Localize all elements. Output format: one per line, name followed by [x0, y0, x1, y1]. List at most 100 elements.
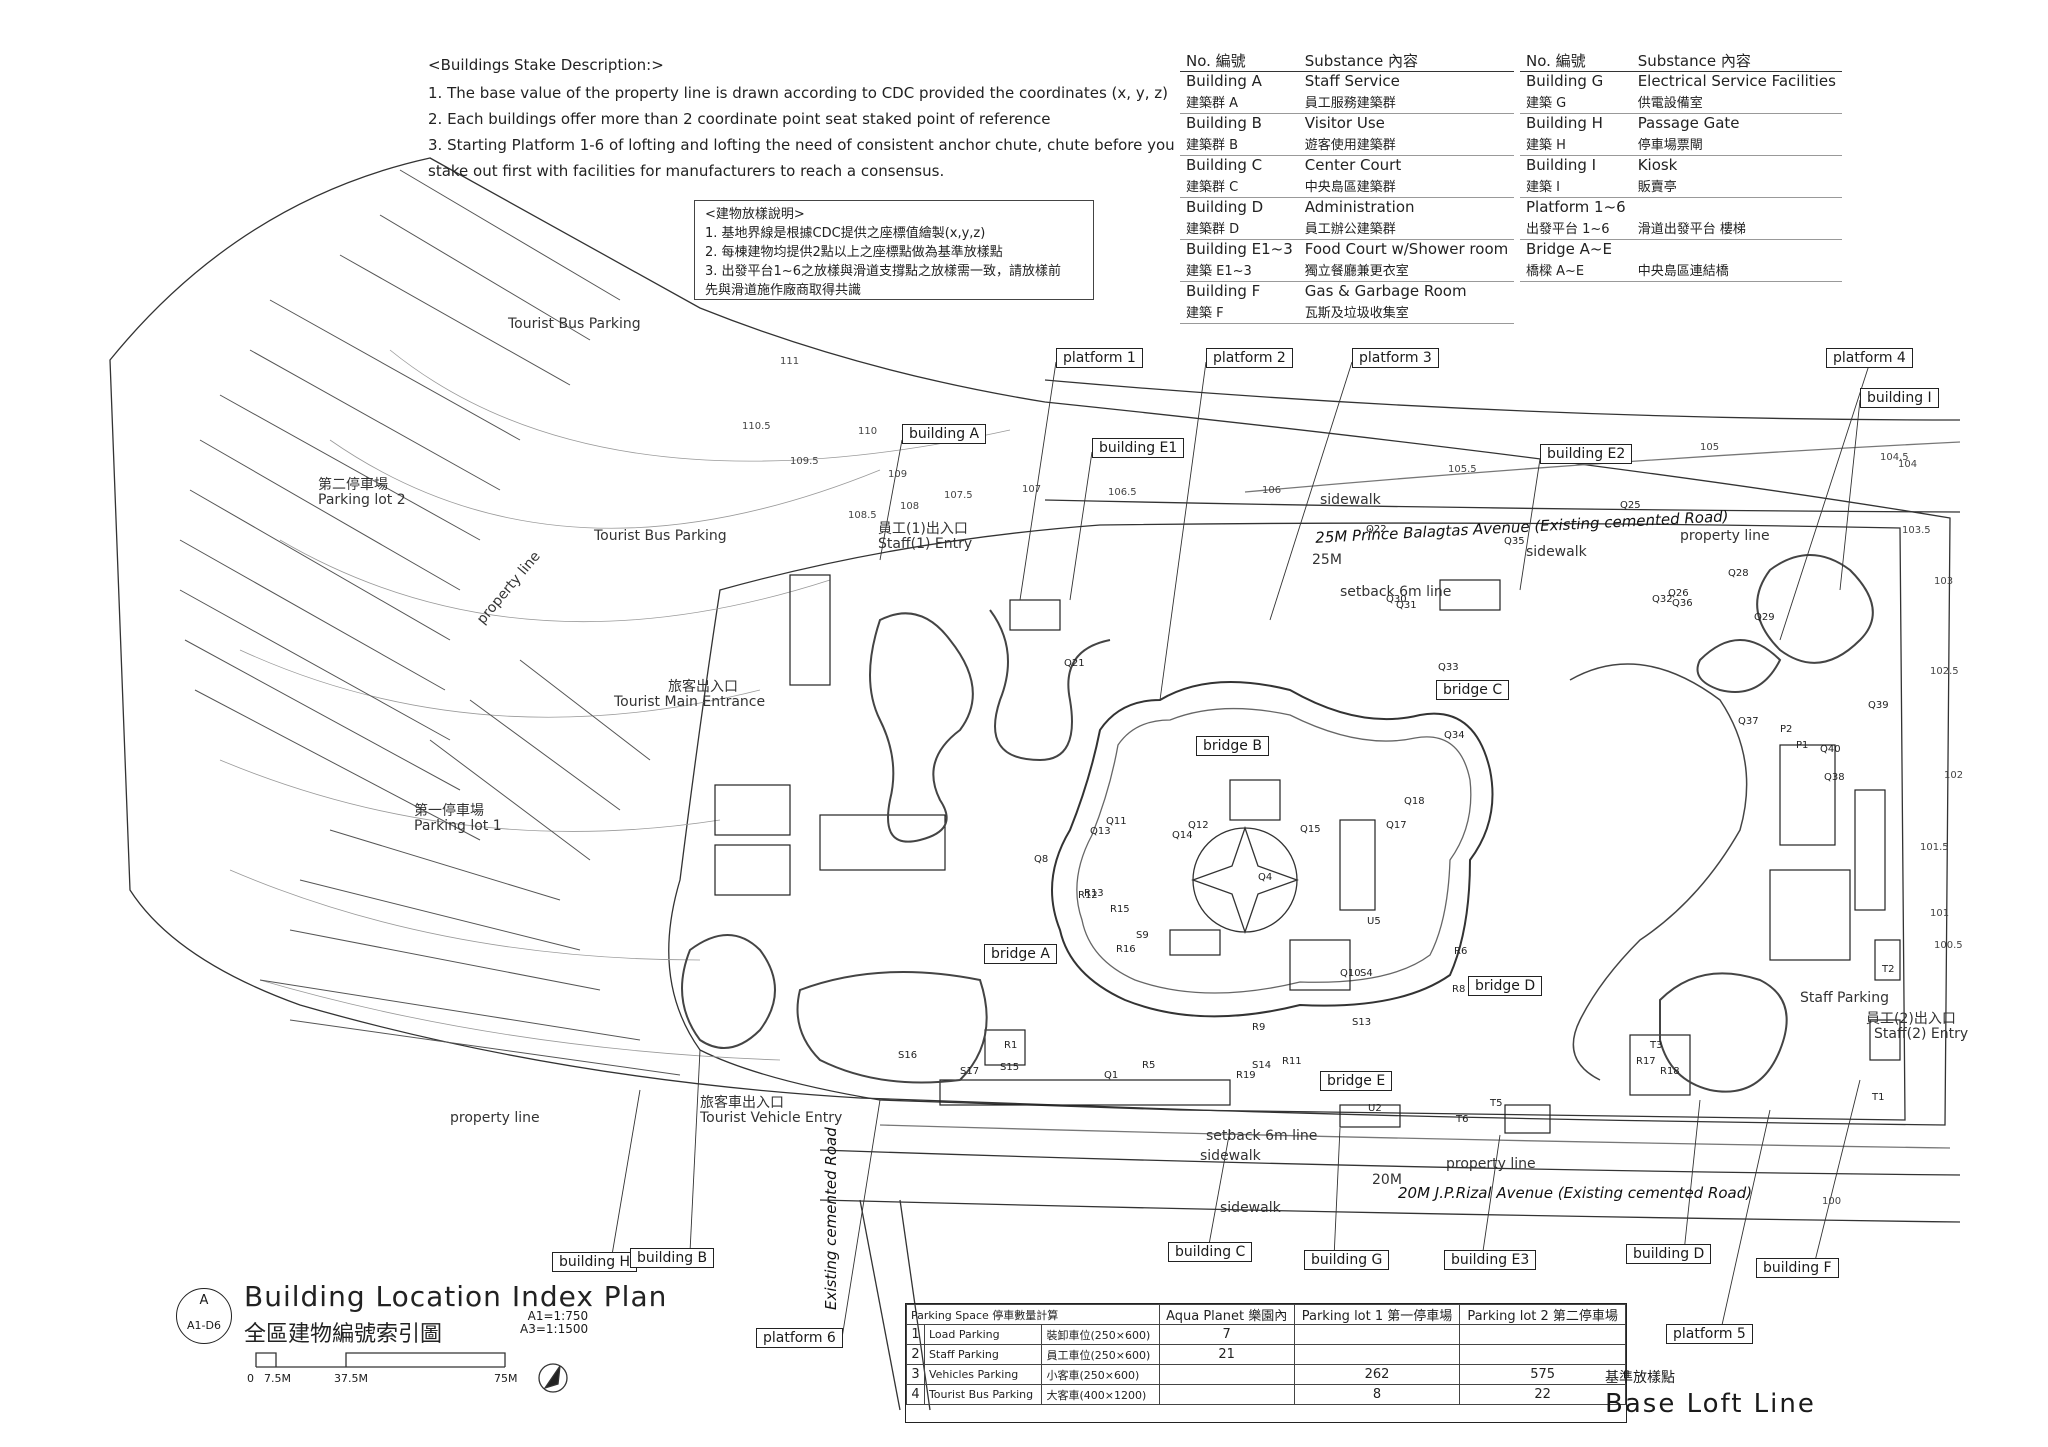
legend-no-zh: 建築 I: [1520, 176, 1632, 198]
legend-header-no: No. 編號: [1520, 50, 1632, 72]
point-code: Q32: [1652, 594, 1673, 605]
stake-description-notes: <Buildings Stake Description:> 1. The ba…: [428, 52, 1188, 184]
point-code: Q10: [1340, 968, 1361, 979]
drawing-ref-circle: A A1-D6: [176, 1288, 232, 1344]
callout-building-d[interactable]: building D: [1626, 1244, 1712, 1264]
callout-building-b[interactable]: building B: [630, 1248, 715, 1268]
parking-header: Aqua Planet 樂園內: [1158, 1304, 1295, 1325]
point-code: T5: [1490, 1098, 1503, 1109]
legend-no: Platform 1~6: [1526, 198, 1626, 216]
parking-lot1: 262: [1293, 1364, 1461, 1385]
legend-substance: [1632, 240, 1842, 261]
callout-platform-4[interactable]: platform 4: [1826, 348, 1913, 368]
slide-cluster-southeast: [1659, 972, 1788, 1093]
point-code: S15: [1000, 1062, 1020, 1073]
legend-substance-zh: 中央島區建築群: [1298, 176, 1515, 198]
callout-building-f[interactable]: building F: [1756, 1258, 1839, 1278]
legend-no: Building D: [1186, 198, 1264, 216]
callout-building-g[interactable]: building G: [1304, 1250, 1390, 1270]
label-parking-lot-2: Parking lot 2: [318, 492, 406, 508]
callout-platform-2[interactable]: platform 2: [1206, 348, 1293, 368]
legend-substance-zh: 獨立餐廳兼更衣室: [1298, 260, 1515, 282]
point-code: Q40: [1820, 744, 1841, 755]
legend-no: Bridge A~E: [1526, 240, 1612, 258]
legend-no-zh: 橋樑 A~E: [1520, 260, 1632, 282]
callout-bridge-e[interactable]: bridge E: [1320, 1071, 1393, 1091]
point-code: S17: [960, 1066, 980, 1077]
label-staff1-entry: Staff(1) Entry: [878, 536, 973, 552]
elevation-label: 104: [1898, 459, 1918, 470]
legend-no: Building G: [1526, 72, 1604, 90]
parking-label: Staff Parking: [923, 1344, 1043, 1365]
callout-building-e3[interactable]: building E3: [1444, 1250, 1537, 1270]
legend-substance-zh: 遊客使用建築群: [1298, 134, 1515, 156]
point-code: Q1: [1104, 1070, 1119, 1081]
parking-row: 4 Tourist Bus Parking 大客車(400×1200) 8 22: [906, 1384, 1626, 1405]
legend-substance: Center Court: [1304, 156, 1402, 174]
parking-aqua: 21: [1158, 1344, 1295, 1365]
point-code: Q30: [1386, 594, 1407, 605]
parking-size: 員工車位(250×600): [1041, 1344, 1160, 1365]
point-code: R18: [1660, 1066, 1680, 1077]
callout-building-a[interactable]: building A: [902, 424, 987, 444]
park-property-line: [668, 522, 1906, 1121]
point-code: Q14: [1172, 830, 1193, 841]
east-lagoon: [1569, 663, 1748, 1081]
legend-no: Building A: [1186, 72, 1262, 90]
legend-substance-zh: 停車場票閘: [1631, 134, 1842, 156]
callout-building-i[interactable]: building I: [1860, 388, 1939, 408]
callout-building-h[interactable]: building H: [552, 1252, 638, 1272]
north-arrow-circle: [538, 1363, 568, 1393]
note-item: 2. Each buildings offer more than 2 coor…: [428, 110, 1051, 128]
point-code: Q36: [1672, 598, 1693, 609]
point-code: U5: [1367, 916, 1381, 927]
callout-bridge-a[interactable]: bridge A: [984, 944, 1057, 964]
legend-substance-zh: 滑道出發平台 樓梯: [1631, 218, 1842, 240]
north-road-edge-1: [1044, 379, 1961, 421]
callout-bridge-c[interactable]: bridge C: [1436, 680, 1510, 700]
label-staff-parking: Staff Parking: [1800, 990, 1889, 1006]
legend-substance: Passage Gate: [1637, 114, 1740, 132]
callout-bridge-b[interactable]: bridge B: [1196, 736, 1269, 756]
parking-idx: 3: [906, 1364, 925, 1385]
point-code: Q25: [1620, 500, 1641, 511]
parking-lot2: 22: [1459, 1384, 1626, 1405]
label-setback-south: setback 6m line: [1206, 1128, 1318, 1144]
label-sidewalk-north-2: sidewalk: [1526, 544, 1587, 560]
elevation-label: 106: [1262, 485, 1282, 496]
parking-row: 2 Staff Parking 員工車位(250×600) 21: [906, 1344, 1626, 1365]
legend-substance: Kiosk: [1637, 156, 1678, 174]
point-code: Q4: [1258, 872, 1273, 883]
elevation-label: 100.5: [1934, 940, 1963, 951]
callout-building-c[interactable]: building C: [1168, 1242, 1253, 1262]
callout-platform-3[interactable]: platform 3: [1352, 348, 1439, 368]
legend-no-zh: 建築 E1~3: [1180, 260, 1299, 282]
point-code: Q22: [1366, 524, 1387, 535]
point-code: Q17: [1386, 820, 1407, 831]
point-code: R9: [1252, 1022, 1266, 1033]
callout-bridge-d[interactable]: bridge D: [1468, 976, 1543, 996]
notes-title: <Buildings Stake Description:>: [428, 56, 664, 74]
point-code: R12: [1078, 890, 1098, 901]
parking-label: Tourist Bus Parking: [923, 1384, 1043, 1405]
point-code: Q31: [1396, 600, 1417, 611]
point-code: Q18: [1404, 796, 1425, 807]
elevation-label: 103.5: [1902, 525, 1931, 536]
callout-platform-5[interactable]: platform 5: [1666, 1324, 1753, 1344]
point-code: R15: [1110, 904, 1130, 915]
callout-platform-6[interactable]: platform 6: [756, 1328, 843, 1348]
parking-size: 小客車(250×600): [1041, 1364, 1160, 1385]
point-code: R1: [1004, 1040, 1018, 1051]
point-code: R13: [1084, 888, 1104, 899]
point-code: Q8: [1034, 854, 1049, 865]
legend-no-zh: 出發平台 1~6: [1520, 218, 1632, 240]
legend-substance: Electrical Service Facilities: [1637, 72, 1836, 90]
callout-building-e1[interactable]: building E1: [1092, 438, 1185, 458]
callout-platform-1[interactable]: platform 1: [1056, 348, 1143, 368]
drawing-scale: A1=1:750 A3=1:1500: [520, 1310, 588, 1336]
parking-lot2: [1459, 1344, 1626, 1365]
label-parking-lot-2-zh: 第二停車場: [318, 477, 388, 493]
callout-building-e2[interactable]: building E2: [1540, 444, 1633, 464]
